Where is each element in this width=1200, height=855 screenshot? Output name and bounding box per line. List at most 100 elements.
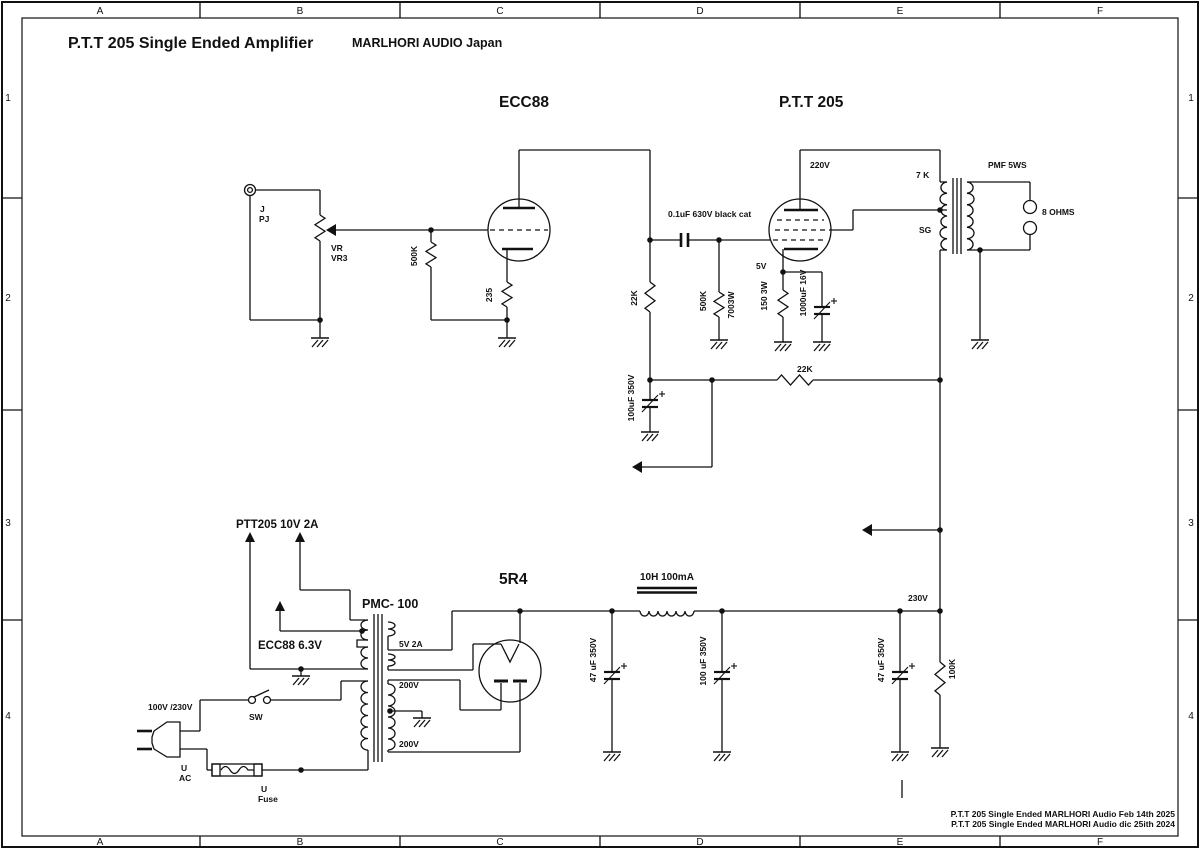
pot-wiper-arrow	[326, 224, 336, 236]
5r4-tube-icon	[478, 639, 542, 703]
w200v-top-label: 200V	[399, 680, 419, 690]
ground-icon	[712, 751, 732, 762]
driver-tube-label: ECC88	[499, 94, 549, 111]
choke-coil	[639, 610, 695, 617]
pmc-filament-winding	[360, 619, 369, 641]
col-label-b-bottom: B	[297, 837, 304, 848]
out-cathode-resistor-value: 150 3W	[759, 280, 769, 310]
row-label-4-right: 4	[1188, 711, 1194, 722]
ac-designator: AC	[179, 773, 191, 783]
opt-secondary-winding	[966, 181, 975, 251]
psu-filter: 5R4 10H 100mA 47 uF 350V 100 uF 350V 47	[388, 571, 957, 762]
power-switch	[247, 689, 272, 705]
col-label-e-bottom: E	[897, 837, 904, 848]
speaker-terminal-minus	[1022, 220, 1038, 236]
footer-revision-2: P.T.T 205 Single Ended MARLHORI Audio di…	[951, 819, 1175, 829]
heater-supply-label: ECC88 6.3V	[258, 640, 322, 652]
ground-icon	[497, 337, 517, 348]
filament-arrow-2	[295, 532, 305, 542]
out-cathode-resistor	[776, 289, 790, 318]
row-label-2-right: 2	[1188, 293, 1194, 304]
ground-icon	[970, 339, 990, 350]
ac-plug-icon	[137, 721, 181, 758]
ground-icon	[640, 431, 660, 442]
pmc-primary-winding	[360, 680, 369, 751]
footer-revision-1: P.T.T 205 Single Ended MARLHORI Audio Fe…	[951, 809, 1176, 819]
row-label-1-left: 1	[5, 93, 11, 104]
pmc-5v-winding	[387, 621, 396, 637]
output-transformer-label: PMF 5WS	[988, 160, 1027, 170]
ground-icon	[412, 717, 432, 728]
output-transformer: PMF 5WS 7 K SG 8 OHMS	[916, 160, 1075, 350]
col-label-e-top: E	[897, 6, 904, 17]
col-label-f-bottom: F	[1097, 837, 1103, 848]
col-label-a-top: A	[97, 6, 104, 17]
dropper-value: 22K	[797, 364, 813, 374]
ac-designator-u: U	[181, 763, 187, 773]
fuse-designator-u: U	[261, 784, 267, 794]
plate-voltage: 220V	[810, 160, 830, 170]
filament-arrow-1	[245, 532, 255, 542]
cathode-resistor	[500, 281, 514, 308]
sg-tap-label: SG	[919, 225, 932, 235]
b-voltage-label: 230V	[908, 593, 928, 603]
input-jack-icon	[243, 183, 257, 197]
filter-cap1-icon	[602, 661, 629, 686]
ground-icon	[709, 339, 729, 350]
fuse-icon	[211, 763, 263, 777]
ground-icon	[602, 751, 622, 762]
jack-designator: J	[260, 204, 265, 214]
grid-resistor-value: 500K	[409, 245, 419, 266]
plate-load-value: 22K	[629, 289, 639, 305]
bplus-tap-arrow	[862, 524, 872, 536]
cathode-voltage: 5V	[756, 261, 767, 271]
filter-cap3-icon	[890, 661, 917, 686]
col-label-a-bottom: A	[97, 837, 104, 848]
input-stage: J PJ VR VR3 500K 235	[243, 183, 517, 348]
heater-arrow	[275, 601, 285, 611]
title-block: P.T.T 205 Single Ended MARLHORI Audio Fe…	[901, 780, 1176, 829]
fuse-designator: Fuse	[258, 794, 278, 804]
filter-cap3-value: 47 uF 350V	[876, 637, 886, 682]
ground-icon	[930, 747, 950, 758]
pot-label: VR	[331, 243, 343, 253]
bplus-feed-arrow	[632, 461, 642, 473]
switch-label: SW	[249, 712, 264, 722]
grid-resistor	[424, 241, 438, 268]
filter-cap1-value: 47 uF 350V	[588, 637, 598, 682]
col-label-f-top: F	[1097, 6, 1103, 17]
speaker-impedance: 8 OHMS	[1042, 207, 1075, 217]
jack-name: PJ	[259, 214, 270, 224]
mains-voltage-label: 100V /230V	[148, 702, 193, 712]
pmc-hv-winding	[387, 683, 396, 751]
page-title: P.T.T 205 Single Ended Amplifier	[68, 35, 313, 52]
gridleak-value: 500K	[698, 290, 708, 311]
filter-cap2-icon	[712, 661, 739, 686]
decoupling-cap-icon	[640, 389, 667, 414]
primary-impedance: 7 K	[916, 170, 930, 180]
gridleak-wattage: 7003W	[726, 291, 736, 319]
row-label-2-left: 2	[5, 293, 11, 304]
row-label-4-left: 4	[5, 711, 11, 722]
output-stage: P.T.T 205 220V 5V 150 3W 1000uF 16V	[756, 94, 947, 352]
dropper-resistor	[776, 374, 814, 386]
junction-dots	[298, 207, 983, 773]
gridleak-resistor	[712, 291, 726, 318]
ground-icon	[773, 341, 793, 352]
coupling-cap	[650, 233, 771, 247]
driver-stage: ECC88 0.1uF 630V black cat 22K 500K 7003…	[487, 94, 771, 380]
w200v-bottom-label: 200V	[399, 739, 419, 749]
ground-icon	[812, 341, 832, 352]
mains-section: PTT205 10V 2A ECC88 6.3V PMC- 100	[137, 519, 520, 804]
speaker-terminal-plus	[1022, 199, 1038, 215]
brand-label: MARLHORI AUDIO Japan	[352, 36, 502, 50]
col-label-c-top: C	[496, 6, 503, 17]
ground-icon	[310, 337, 330, 348]
rectifier-tube-label: 5R4	[499, 571, 528, 588]
ground-icon	[291, 675, 311, 686]
bleeder-resistor	[933, 661, 947, 696]
w5v-label: 5V 2A	[399, 639, 423, 649]
coupling-cap-value: 0.1uF 630V black cat	[668, 209, 751, 219]
